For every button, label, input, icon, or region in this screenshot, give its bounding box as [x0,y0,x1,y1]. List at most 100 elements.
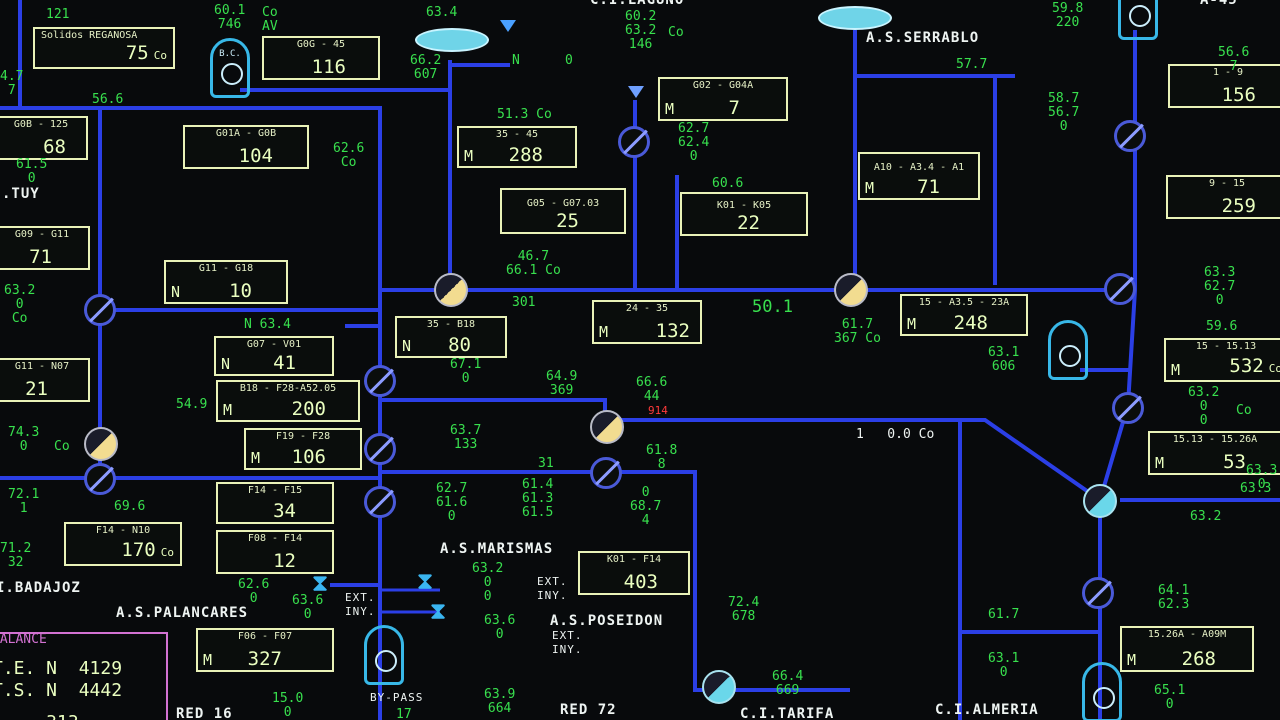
box-header: G09 - G11 [14,229,70,240]
box-value: 259 [1221,195,1256,217]
control-valve-icon[interactable] [434,273,468,307]
valve-icon[interactable] [1082,577,1114,609]
box-mode: M [1127,651,1137,669]
control-valve-icon[interactable] [834,273,868,307]
control-valve-icon[interactable] [84,427,118,461]
flow-arrow-icon [500,20,516,32]
reading: Co [1236,403,1252,418]
reading: 121 [46,7,70,22]
valve-icon[interactable] [364,486,396,518]
flow-box[interactable]: G09 - G11 71 [0,226,90,270]
box-header: G07 - V01 [246,339,302,350]
box-header: B18 - F28-A52.05 [239,383,337,394]
storage-tank-icon[interactable] [818,6,892,30]
reading: 62.7 62.4 0 [678,121,710,164]
valve-icon[interactable] [1112,392,1144,424]
control-valve-icon[interactable] [1083,484,1117,518]
reading: 63.2 [1190,509,1222,524]
box-header: G05 - G07.03 [526,198,600,209]
storage-tank-icon[interactable] [415,28,489,52]
pump-station-icon[interactable] [1082,662,1122,720]
box-header: K01 - K05 [716,200,772,211]
box-header: G02 - G04A [692,80,754,91]
pump-station-icon[interactable] [364,625,404,685]
ext-label: EXT. [537,575,568,588]
valve-icon[interactable] [1104,273,1136,305]
box-value: 10 [229,280,252,302]
valve-icon[interactable] [590,457,622,489]
valve-icon[interactable] [84,463,116,495]
valve-icon[interactable] [84,294,116,326]
hourglass-valve-icon[interactable]: ⧗ [311,569,329,597]
reading: 61.7 367 Co [834,317,881,346]
hourglass-valve-icon[interactable]: ⧗ [416,567,434,595]
box-mode: M [599,323,609,341]
valve-icon[interactable] [364,365,396,397]
box-value: 34 [273,500,296,522]
reading: 31 [538,456,554,471]
station-label: A-45 [1200,0,1238,8]
balance-panel[interactable]: BALANCE T.E. N 4129 T.S. N 4442 313 [0,632,168,720]
valve-icon[interactable] [364,433,396,465]
pump-station-icon[interactable]: B.C. [210,38,250,98]
pump-station-icon[interactable] [1118,0,1158,40]
control-valve-icon[interactable] [590,410,624,444]
network-label: RED 16 [176,706,233,720]
hourglass-valve-icon[interactable]: ⧗ [429,597,447,625]
reading: 62.6 Co [333,141,365,170]
pipe-top [0,106,382,310]
network-label: RED 72 [560,702,617,718]
reading: 61.8 8 [646,443,678,472]
box-value: 156 [1221,84,1256,106]
reading: 301 [512,295,536,310]
pump-station-icon[interactable] [1048,320,1088,380]
reading: 17 [396,707,412,720]
alert-reading: 914 [648,404,668,417]
valve-icon[interactable] [618,126,650,158]
reading: 60.2 63.2 146 [625,9,657,52]
box-header: G0G - 45 [296,39,346,50]
control-valve-icon[interactable] [702,670,736,704]
box-header: F19 - F28 [275,431,331,442]
reading: 63.4 [426,5,458,20]
box-value: 71 [29,246,52,268]
valve-icon[interactable] [1114,120,1146,152]
box-header: 15 - A3.5 - 23A [918,297,1010,308]
station-label: .TUY [2,186,40,202]
reading: 0 68.7 4 [630,485,662,528]
box-value: 200 [291,398,326,420]
reading: 72.1 1 [8,487,40,516]
reading: 0 [565,53,573,68]
box-header: 35 - 45 [495,129,539,140]
box-header: 15.13 - 15.26A [1172,434,1258,445]
